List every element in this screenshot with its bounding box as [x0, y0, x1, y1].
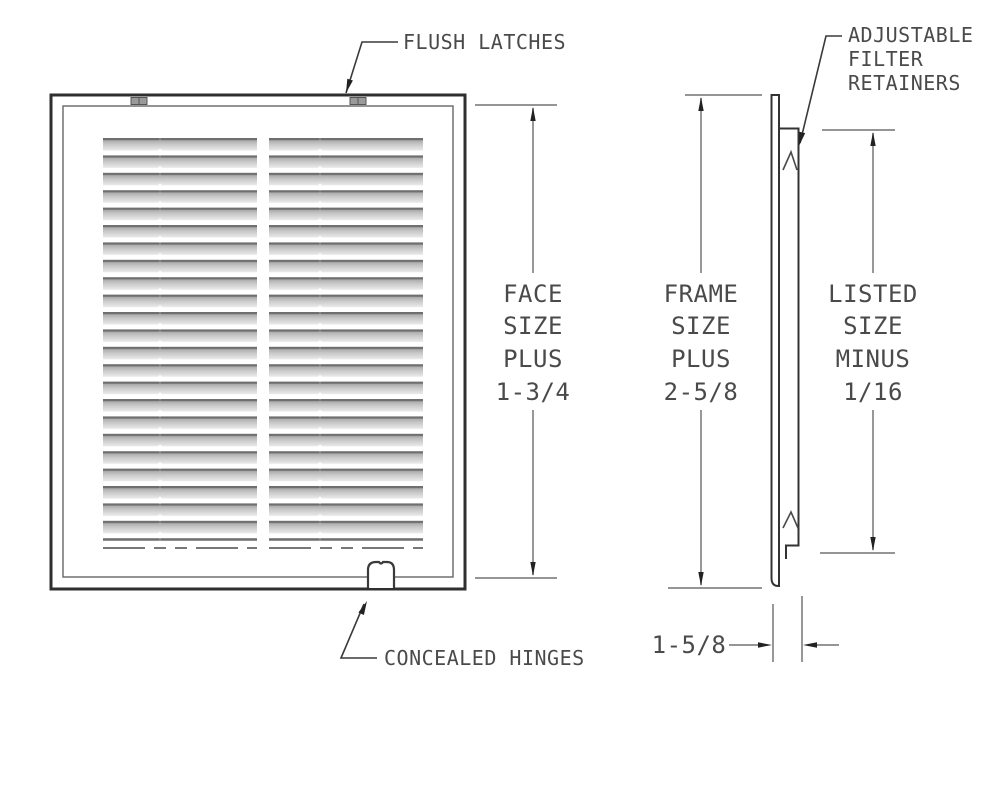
dim-frame-text-3: PLUS	[671, 345, 731, 373]
dim-frame-text-2: SIZE	[671, 312, 731, 340]
louver-column-right	[269, 138, 423, 541]
filter-retainer-clip-top	[782, 149, 798, 171]
arrow-up-icon	[530, 107, 536, 121]
leader-arrow-icon	[358, 601, 367, 615]
dim-listed-text-3: MINUS	[836, 345, 911, 373]
dim-face-text-4: 1-3/4	[496, 378, 571, 406]
concealed-hinges-label: CONCEALED HINGES	[384, 646, 585, 670]
latch-tab-left	[130, 97, 148, 105]
leader-line	[345, 41, 398, 94]
callout-concealed-hinges: CONCEALED HINGES	[339, 601, 585, 670]
arrow-up-icon	[698, 97, 704, 111]
callout-flush-latches: FLUSH LATCHES	[345, 30, 566, 94]
arrow-right-icon	[758, 642, 772, 648]
arrow-up-icon	[870, 132, 876, 146]
dimension-frame-size: FRAME SIZE PLUS 2-5/8	[664, 94, 762, 589]
dimension-listed-size: LISTED SIZE MINUS 1/16	[820, 129, 918, 554]
filter-retainers-label-2: FILTER	[848, 47, 924, 71]
dimension-face-size: FACE SIZE PLUS 1-3/4	[475, 104, 571, 579]
flush-latches-label: FLUSH LATCHES	[403, 30, 566, 54]
side-view-profile	[770, 94, 800, 587]
arrow-down-icon	[698, 572, 704, 586]
filter-retainers-label-1: ADJUSTABLE	[848, 23, 973, 47]
dim-depth-text: 1-5/8	[652, 631, 727, 659]
dim-face-text-1: FACE	[503, 280, 563, 308]
leader-line	[799, 35, 842, 144]
dim-face-text-3: PLUS	[503, 345, 563, 373]
arrow-left-icon	[803, 642, 817, 648]
dim-frame-text-4: 2-5/8	[664, 378, 739, 406]
arrow-down-icon	[870, 537, 876, 551]
louver-column-left	[103, 138, 257, 541]
side-face-frame	[770, 94, 780, 587]
dim-face-text-2: SIZE	[503, 312, 563, 340]
front-view-grille	[49, 93, 467, 591]
latch-tab-right	[349, 97, 367, 105]
filter-retainer-clip-bottom	[782, 510, 799, 529]
callout-filter-retainers: ADJUSTABLE FILTER RETAINERS	[799, 23, 973, 146]
grille-inner-frame	[62, 105, 454, 578]
dimension-frame-depth: 1-5/8	[652, 596, 839, 662]
arrow-down-icon	[530, 562, 536, 576]
leader-arrow-icon	[346, 78, 353, 93]
filter-retainers-label-3: RETAINERS	[848, 71, 961, 95]
leader-arrow-icon	[799, 131, 806, 146]
dim-listed-text-2: SIZE	[843, 312, 903, 340]
dim-listed-text-4: 1/16	[843, 378, 903, 406]
dim-frame-text-1: FRAME	[664, 280, 739, 308]
leader-line	[339, 603, 377, 659]
hinge-tab	[366, 560, 396, 588]
dim-listed-text-1: LISTED	[828, 280, 918, 308]
side-filter-channel	[780, 127, 800, 559]
